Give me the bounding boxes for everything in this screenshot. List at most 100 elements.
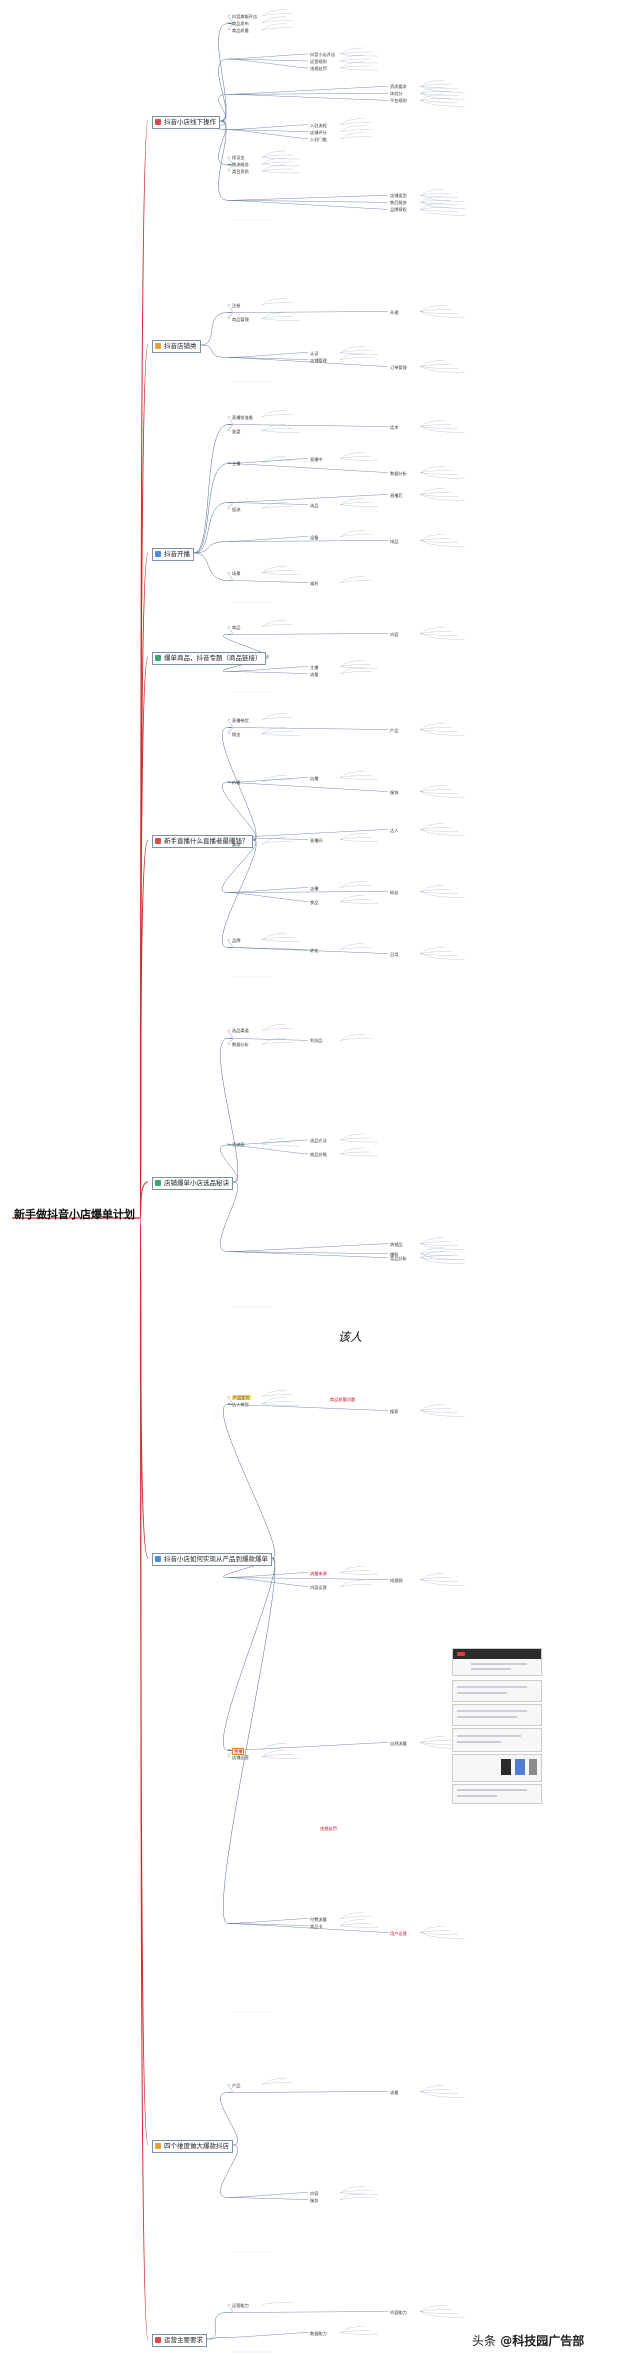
leaf-node[interactable]: 直播带货 <box>232 717 249 723</box>
leaf-node[interactable]: 竞品分析 <box>390 1255 407 1261</box>
leaf-node[interactable]: 复盘 <box>232 428 241 434</box>
connector-line <box>261 2078 287 2085</box>
leaf-node[interactable]: 流量来源 <box>310 1570 327 1576</box>
branch-node-2[interactable]: 抖音店铺类 <box>152 340 201 353</box>
leaf-node[interactable]: 日用 <box>390 951 399 957</box>
connector-line <box>339 1580 365 1587</box>
branch-node-9[interactable]: 运营主要要求 <box>152 2334 207 2347</box>
leaf-node[interactable]: 热销品 <box>390 1241 403 1247</box>
branch-node-3[interactable]: 抖音开播 <box>152 548 194 561</box>
leaf-node[interactable]: 产品 <box>390 727 399 733</box>
branch-node-1[interactable]: 抖音小店线下操作 <box>152 116 220 129</box>
leaf-node[interactable]: 直播中 <box>310 456 323 462</box>
leaf-node[interactable]: 设备 <box>310 534 319 540</box>
branch-node-8[interactable]: 四个维度做大爆款抖店 <box>152 2140 233 2153</box>
leaf-node[interactable]: 体验分 <box>390 91 403 97</box>
leaf-node[interactable]: 内容 <box>310 2190 319 2196</box>
leaf-node[interactable]: 付费流量 <box>310 1916 327 1922</box>
branch-node-4[interactable]: 爆单商品，抖音专题（商品链接） <box>152 652 266 665</box>
leaf-node[interactable]: 达人 <box>390 827 399 833</box>
leaf-node[interactable]: 产品 <box>232 2082 241 2088</box>
leaf-node[interactable]: 引流款 <box>232 1142 245 1147</box>
leaf-node[interactable]: 直播 <box>232 1747 245 1755</box>
leaf-node[interactable]: 商品管理 <box>232 316 249 322</box>
leaf-node[interactable]: 内容运营 <box>310 1584 327 1590</box>
leaf-node[interactable]: 店铺管理 <box>310 357 327 363</box>
branch-node-5[interactable]: 新手直播什么直播者最赚钱？ <box>152 835 253 848</box>
branch-node-6[interactable]: 店铺爆单小店选品秘诀 <box>152 1177 233 1190</box>
leaf-node[interactable]: 自然流量 <box>390 1740 407 1746</box>
leaf-node[interactable]: 产品定位 <box>232 1394 251 1400</box>
leaf-node[interactable]: 流量 <box>310 671 319 677</box>
connector-line <box>261 170 301 174</box>
leaf-node[interactable]: 搜索 <box>390 1408 399 1414</box>
leaf-node[interactable]: 粉丝 <box>390 889 399 895</box>
branch-node-7[interactable]: 抖音小店如何实现从产品到爆款爆单 <box>152 1553 272 1566</box>
leaf-node[interactable]: 商品价格 <box>310 1152 327 1157</box>
leaf-node[interactable]: 选品 <box>310 502 319 508</box>
leaf-node[interactable]: 转化 <box>310 947 319 953</box>
leaf-node[interactable]: 平台规则 <box>390 98 407 104</box>
leaf-node[interactable]: 运营规则 <box>310 59 327 64</box>
connector-line <box>261 163 301 167</box>
leaf-node[interactable]: 店铺类型 <box>390 193 407 199</box>
leaf-node[interactable]: 商品卡 <box>310 1923 323 1929</box>
leaf-node[interactable]: 订单管理 <box>390 364 407 370</box>
leaf-node[interactable]: 场景 <box>232 570 241 576</box>
leaf-node[interactable]: 话术 <box>390 424 399 430</box>
leaf-node[interactable]: 价格 <box>232 779 241 785</box>
leaf-node[interactable]: 投流 <box>232 506 241 512</box>
leaf-node[interactable]: 数据能力 <box>310 2330 327 2336</box>
root-node[interactable]: 新手做抖音小店爆单计划 <box>14 1208 135 1221</box>
leaf-node[interactable]: 认证 <box>310 350 319 356</box>
leaf-node[interactable]: 开通 <box>390 309 399 315</box>
leaf-node[interactable]: 福利 <box>310 580 319 586</box>
leaf-node[interactable]: 排品 <box>390 538 399 544</box>
leaf-node[interactable]: 数据分析 <box>390 470 407 476</box>
connector-line <box>339 885 372 888</box>
leaf-node[interactable]: 短视频 <box>390 1577 403 1583</box>
leaf-node[interactable]: 资质要求 <box>390 84 407 90</box>
leaf-node[interactable]: 商品质量 <box>232 27 249 33</box>
leaf-node[interactable]: 美妆 <box>232 841 241 847</box>
leaf-node[interactable]: 流量 <box>390 2089 399 2095</box>
leaf-node[interactable]: 内容 <box>390 631 399 637</box>
leaf-node[interactable]: 品牌 <box>232 937 241 943</box>
leaf-node[interactable]: 注册 <box>232 302 241 308</box>
leaf-node[interactable]: 售后服务 <box>390 200 407 206</box>
leaf-node[interactable]: 利润品 <box>310 1038 323 1044</box>
leaf-node[interactable]: 爆款 <box>390 1251 399 1257</box>
leaf-node[interactable]: 达人带货 <box>232 1401 249 1407</box>
leaf-node[interactable]: 店铺运营 <box>232 1754 249 1760</box>
connector-line <box>419 193 452 196</box>
leaf-node[interactable]: 抖音旗舰开店 <box>232 13 258 19</box>
leaf-node[interactable]: 抖音小店开店 <box>310 52 336 57</box>
leaf-node[interactable]: 运营能力 <box>232 2302 249 2308</box>
leaf-node[interactable]: 商品发布 <box>232 20 249 26</box>
leaf-node[interactable]: 数据分析 <box>232 1042 249 1048</box>
leaf-node[interactable]: 服饰 <box>390 789 399 795</box>
leaf-node[interactable]: 商品 <box>232 624 241 630</box>
leaf-node[interactable]: 店播 <box>310 885 319 891</box>
leaf-node[interactable]: 直播间 <box>310 837 323 843</box>
leaf-node[interactable]: 主播 <box>232 460 241 466</box>
leaf-node[interactable]: 保证金 <box>232 155 245 160</box>
leaf-node[interactable]: 直播前准备 <box>232 414 253 420</box>
leaf-node[interactable]: 选品渠道 <box>232 1028 249 1034</box>
leaf-node[interactable]: 用户运营 <box>390 1930 407 1936</box>
leaf-node[interactable]: 自播 <box>310 775 319 781</box>
leaf-node[interactable]: 类目资质 <box>232 169 249 174</box>
leaf-node[interactable]: 违规处罚 <box>310 66 327 71</box>
leaf-node[interactable]: 佣金 <box>232 731 241 737</box>
leaf-node[interactable]: 品牌授权 <box>390 207 407 213</box>
leaf-node[interactable]: 物流服务 <box>232 162 249 167</box>
leaf-node[interactable]: 入驻流程 <box>310 122 327 128</box>
leaf-node[interactable]: 直播后 <box>390 492 403 498</box>
leaf-node[interactable]: 主播 <box>310 664 319 670</box>
leaf-node[interactable]: 入驻门槛 <box>310 136 327 142</box>
leaf-node[interactable]: 服务 <box>310 2197 319 2203</box>
leaf-node[interactable]: 食品 <box>310 899 319 905</box>
leaf-node[interactable]: 店铺评分 <box>310 129 327 135</box>
leaf-node[interactable]: 内容能力 <box>390 2309 407 2315</box>
leaf-node[interactable]: 选品方法 <box>310 1138 327 1143</box>
